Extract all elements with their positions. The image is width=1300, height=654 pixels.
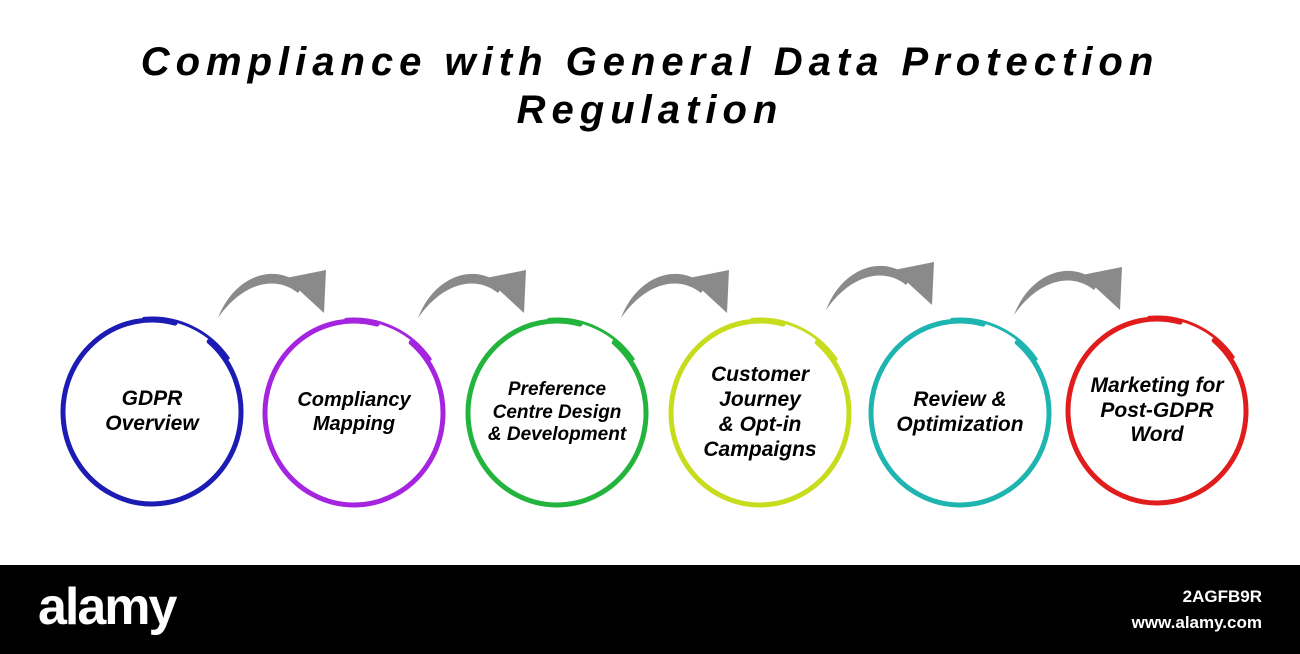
step-3-circle (465, 317, 649, 508)
step-3-line-1: Preference (507, 379, 607, 401)
step-2-circle (262, 317, 446, 508)
step-5-line-1: Review & (913, 388, 1007, 412)
step-6-circle (1065, 315, 1249, 506)
step-4-line-3: & Opt-in (718, 413, 802, 436)
step-1-line-2: Overview (105, 412, 199, 435)
title-line-2: Regulation (516, 88, 784, 132)
step-6-line-1: Marketing for (1090, 373, 1224, 397)
step-5-line-2: Optimization (896, 413, 1024, 436)
arrow-3-4 (621, 270, 729, 318)
step-5-circle (868, 317, 1052, 508)
site-url: www.alamy.com (1131, 613, 1262, 632)
brand-logo: alamy (38, 578, 177, 636)
image-id: 2AGFB9R (1182, 587, 1262, 606)
step-1-line-1: GDPR (121, 387, 183, 411)
arrow-4-5 (826, 262, 934, 310)
arrow-1-2 (218, 270, 326, 318)
arrow-2-3 (418, 270, 526, 318)
step-4-circle (668, 317, 852, 508)
step-6-line-2: Post-GDPR (1100, 398, 1214, 422)
step-3-line-3: & Development (487, 424, 627, 446)
step-4-line-2: Journey (719, 388, 801, 412)
title-line-1: Compliance with General Data Protection (140, 40, 1160, 84)
process-diagram (60, 262, 1249, 508)
step-4-line-1: Customer (710, 363, 809, 387)
page-title: Compliance with General Data Protection … (0, 38, 1300, 134)
step-4-line-4: Campaigns (703, 437, 817, 461)
step-2-line-2: Mapping (312, 413, 396, 435)
footer-banner: alamy 2AGFB9R www.alamy.com (0, 565, 1300, 654)
step-6-line-3: Word (1130, 423, 1184, 447)
step-2-line-1: Compliancy (297, 389, 411, 412)
step-3-line-2: Centre Design (492, 401, 622, 423)
step-5-label: Review &Optimization (875, 333, 1045, 493)
step-1-circle (60, 316, 244, 507)
arrow-5-6 (1014, 267, 1122, 315)
